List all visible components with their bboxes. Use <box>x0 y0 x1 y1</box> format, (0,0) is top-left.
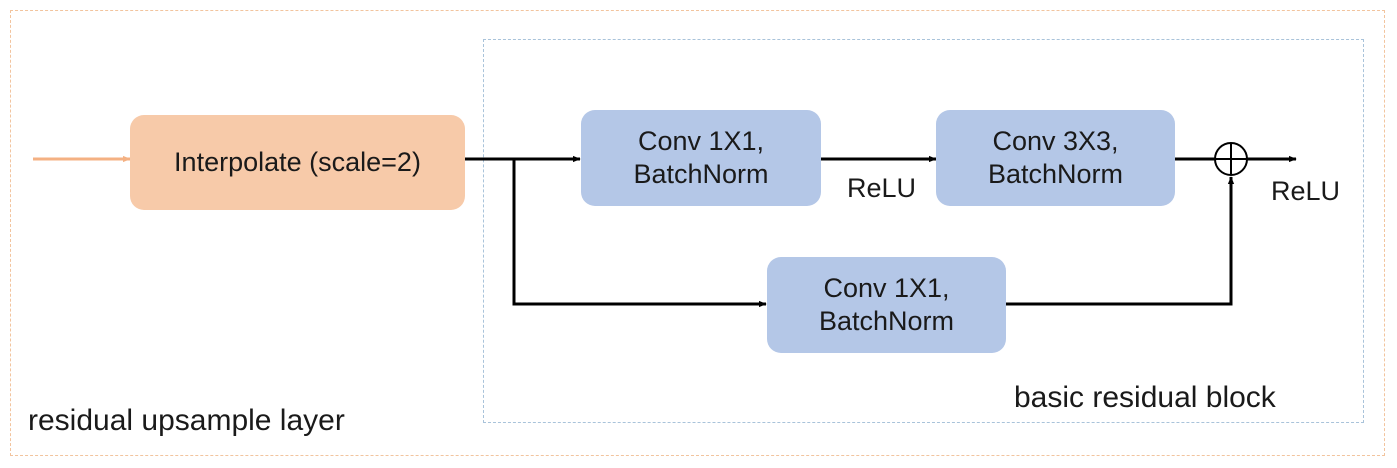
residual-upsample-layer-title: residual upsample layer <box>28 404 345 437</box>
shortcut-branch-arrow <box>512 159 767 308</box>
relu-out-label: ReLU <box>1271 176 1341 206</box>
shortcut-to-sum-arrow <box>1006 176 1235 306</box>
conv1x1-batchnorm-node: Conv 1X1, BatchNorm <box>581 110 821 206</box>
interpolate-label: Interpolate (scale=2) <box>174 147 421 177</box>
shortcut-conv1x1-batchnorm-node: Conv 1X1, BatchNorm <box>767 257 1006 353</box>
basic-residual-block-title: basic residual block <box>1014 381 1276 414</box>
basic-residual-block-frame <box>483 39 1364 423</box>
conv3x3-batchnorm-node: Conv 3X3, BatchNorm <box>936 110 1175 206</box>
conv1x1-label: Conv 1X1, BatchNorm <box>633 126 769 189</box>
interpolate-node: Interpolate (scale=2) <box>130 115 465 210</box>
conv3x3-label: Conv 3X3, BatchNorm <box>987 126 1124 189</box>
shortcut-conv-label: Conv 1X1, BatchNorm <box>818 273 955 336</box>
residual-upsample-layer-frame <box>10 10 1385 456</box>
add-circle-icon <box>1214 142 1248 176</box>
relu-mid-label: ReLU <box>847 173 917 203</box>
